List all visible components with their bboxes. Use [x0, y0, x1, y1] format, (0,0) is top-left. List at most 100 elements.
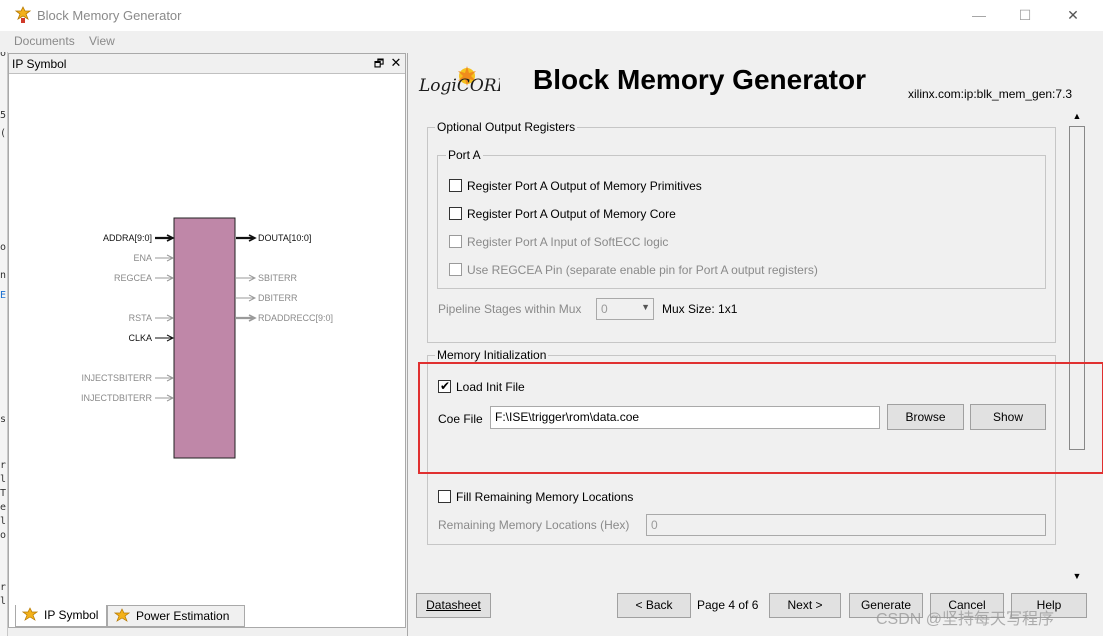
mux-size-label: Mux Size: 1x1 — [662, 302, 738, 316]
option-label: Register Port A Output of Memory Primiti… — [467, 179, 702, 193]
close-icon[interactable]: ✕ — [390, 55, 402, 70]
ip-panel-title: IP Symbol — [12, 57, 67, 71]
generate-button[interactable]: Generate — [849, 593, 923, 618]
pin-label: ENA — [133, 253, 152, 263]
strip-text: 5 — [0, 110, 7, 121]
pin-clka: CLKA — [128, 333, 175, 343]
strip-text: ol — [0, 52, 7, 59]
ip-panel-header: IP Symbol 🗗 ✕ — [9, 54, 405, 74]
pin-rdaddrecc-9-0-: RDADDRECC[9:0] — [236, 313, 333, 323]
checkbox[interactable] — [438, 490, 451, 503]
pin-injectsbiterr: INJECTSBITERR — [81, 373, 175, 383]
button-label: Generate — [860, 598, 912, 612]
checkbox[interactable] — [449, 179, 462, 192]
restore-icon[interactable]: 🗗 — [373, 58, 385, 70]
scroll-thumb[interactable] — [1069, 126, 1085, 450]
ip-symbol-diagram: ADDRA[9:0] ENA REGCEA RSTA CLKA INJECTSBITERR… — [81, 217, 333, 459]
coe-file-input[interactable]: F:\ISE\trigger\rom\data.coe — [490, 406, 880, 429]
chevron-down-icon: ▼ — [641, 302, 650, 312]
check-icon: ✔ — [440, 379, 451, 393]
group-title: Port A — [446, 148, 483, 162]
strip-text: r — [0, 460, 7, 471]
ip-symbol-panel: IP Symbol 🗗 ✕ ADDRA[9:0] ENA REGCEA RSTA CLK… — [8, 53, 406, 628]
strip-text: l — [0, 474, 7, 485]
button-label: Help — [1036, 598, 1062, 612]
show-button[interactable]: Show — [970, 404, 1046, 430]
menu-view[interactable]: View — [89, 34, 115, 48]
strip-text: e — [0, 502, 7, 513]
menu-bar — [0, 31, 1103, 52]
pipeline-stages-select[interactable]: 0 ▼ — [596, 298, 654, 320]
pin-label: RSTA — [129, 313, 152, 323]
next-button[interactable]: Next > — [769, 593, 841, 618]
maximize-button[interactable]: ☐ — [1018, 7, 1032, 23]
strip-text: n — [0, 270, 7, 281]
browse-button[interactable]: Browse — [887, 404, 964, 430]
option-label: Fill Remaining Memory Locations — [456, 490, 634, 504]
pin-ena: ENA — [133, 253, 175, 263]
tab-label: IP Symbol — [44, 608, 99, 622]
app-icon — [14, 6, 32, 23]
datasheet-button[interactable]: Datasheet — [416, 593, 491, 618]
tab-power-estimation[interactable]: Power Estimation — [107, 605, 245, 627]
checkbox[interactable] — [449, 207, 462, 220]
tab-ip-symbol[interactable]: IP Symbol — [15, 605, 107, 627]
strip-text: r — [0, 582, 7, 593]
option-label: Load Init File — [456, 380, 525, 394]
close-button[interactable]: ✕ — [1067, 7, 1079, 23]
coe-file-label: Coe File — [438, 412, 483, 426]
pin-label: DBITERR — [258, 293, 298, 303]
options-scroll-area: Optional Output Registers Port A Registe… — [417, 108, 1067, 584]
strip-text: l — [0, 596, 7, 607]
pipeline-stages-label: Pipeline Stages within Mux — [438, 302, 582, 316]
button-label: Cancel — [948, 598, 986, 612]
group-title: Memory Initialization — [435, 348, 549, 362]
back-button[interactable]: < Back — [617, 593, 691, 618]
minimize-button[interactable]: — — [972, 7, 986, 23]
power-estimation-tab-icon — [114, 608, 130, 622]
cancel-button[interactable]: Cancel — [930, 593, 1004, 618]
logo-text: LogiCORE — [418, 76, 500, 96]
pin-regcea: REGCEA — [114, 273, 175, 283]
checkbox[interactable]: ✔ — [438, 379, 451, 393]
pin-label: INJECTSBITERR — [81, 373, 152, 383]
strip-text: T — [0, 488, 7, 499]
ip-version: xilinx.com:ip:blk_mem_gen:7.3 — [908, 87, 1073, 101]
button-label: Next > — [787, 598, 823, 612]
tab-label: Power Estimation — [136, 609, 230, 623]
watermark: CSDN @坚持每天写程序 — [876, 611, 1055, 628]
strip-text: o — [0, 530, 7, 541]
strip-text: o — [0, 242, 7, 253]
strip-text: ( — [0, 128, 7, 139]
memory-initialization-group — [427, 355, 1056, 545]
pin-addra-9-0-: ADDRA[9:0] — [103, 233, 175, 243]
checkbox — [449, 263, 462, 276]
pin-label: REGCEA — [114, 273, 152, 283]
strip-text: s — [0, 414, 7, 425]
group-title: Optional Output Registers — [435, 120, 578, 134]
memory-block-symbol — [173, 217, 236, 459]
strip-text: E — [0, 290, 7, 301]
option-label: Register Port A Input of SoftECC logic — [467, 235, 669, 249]
remaining-locations-input: 0 — [646, 514, 1046, 536]
menu-documents[interactable]: Documents — [14, 34, 75, 48]
strip-text: l — [0, 516, 7, 527]
checkbox — [449, 235, 462, 248]
window-title: Block Memory Generator — [37, 8, 182, 23]
remaining-locations-label: Remaining Memory Locations (Hex) — [438, 518, 630, 532]
option-label: Register Port A Output of Memory Core — [467, 207, 676, 221]
pin-label: DOUTA[10:0] — [258, 233, 311, 243]
button-label: < Back — [635, 598, 673, 612]
scroll-up-arrow-icon[interactable]: ▲ — [1072, 111, 1082, 121]
button-label: Datasheet — [426, 598, 481, 612]
pin-label: ADDRA[9:0] — [103, 233, 152, 243]
optional-output-registers-group — [427, 127, 1056, 343]
page-title: Block Memory Generator — [533, 64, 866, 95]
pin-rsta: RSTA — [129, 313, 175, 323]
pin-douta-10-0-: DOUTA[10:0] — [236, 233, 311, 243]
help-button[interactable]: Help — [1011, 593, 1087, 618]
scroll-down-arrow-icon[interactable]: ▼ — [1072, 571, 1082, 581]
logicore-logo: LogiCORE — [418, 66, 500, 96]
select-value: 0 — [601, 302, 608, 316]
pin-label: CLKA — [128, 333, 152, 343]
